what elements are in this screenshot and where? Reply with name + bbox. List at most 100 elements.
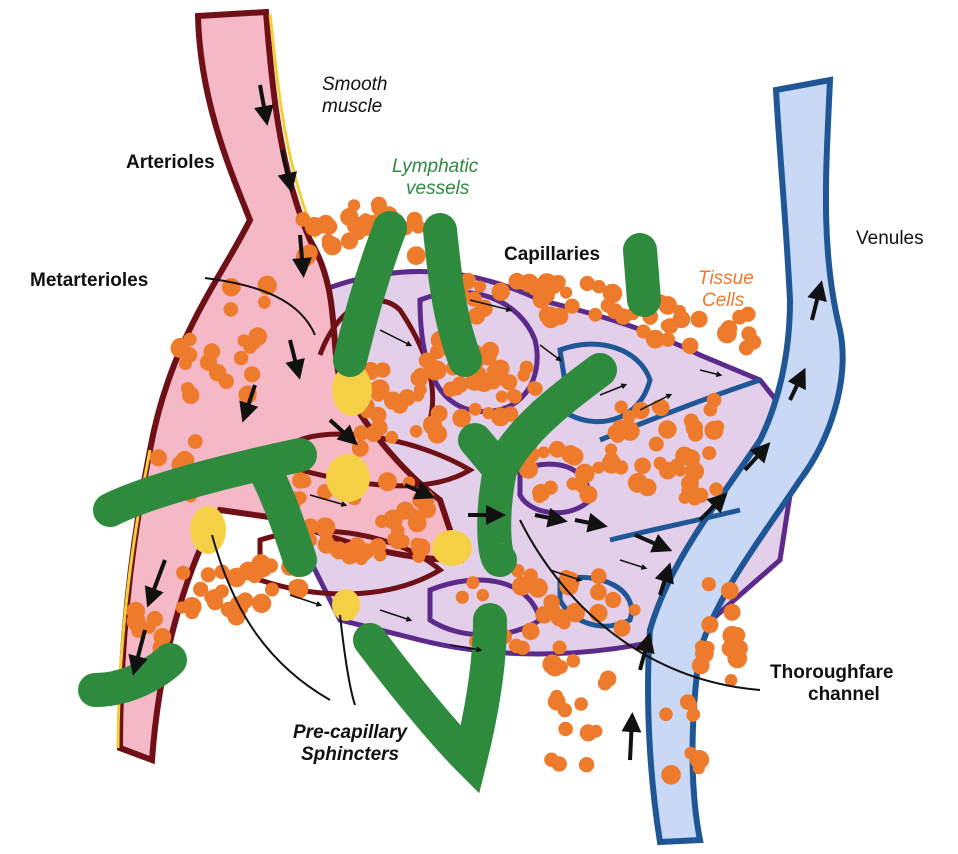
tissue-cell bbox=[369, 406, 387, 424]
tissue-cell bbox=[187, 434, 203, 449]
tissue-cell bbox=[323, 236, 342, 256]
tissue-cell bbox=[176, 565, 191, 580]
smooth-muscle-label-line2: muscle bbox=[322, 95, 383, 117]
tissue-cell bbox=[126, 601, 145, 621]
tissue-cell bbox=[406, 246, 426, 265]
tissue-cell bbox=[684, 746, 698, 760]
tissue-cell bbox=[407, 513, 427, 533]
tissue-cell bbox=[185, 605, 200, 620]
tissue-cell bbox=[179, 357, 192, 370]
tissue-cell bbox=[662, 766, 675, 779]
tissue-cell bbox=[317, 535, 336, 554]
tissue-cell bbox=[711, 420, 725, 433]
tissue-cell bbox=[455, 590, 469, 604]
tissue-cell bbox=[589, 603, 608, 623]
tissue-cell bbox=[518, 459, 539, 479]
tissue-cell bbox=[528, 578, 548, 598]
flow-arrows bbox=[128, 84, 827, 761]
tissue-cell bbox=[265, 582, 279, 597]
tissue-cell bbox=[543, 480, 558, 495]
tissue-cell bbox=[508, 272, 526, 290]
tissue-cell bbox=[599, 670, 617, 688]
tissue-cell bbox=[295, 212, 311, 227]
tissue-cell bbox=[302, 248, 317, 263]
tissue-cell bbox=[466, 576, 480, 590]
sphincters-label-line1: Pre-capillary bbox=[293, 722, 408, 743]
tissue-cell bbox=[579, 724, 597, 742]
tissue-cell bbox=[491, 359, 510, 378]
tissue-cell bbox=[218, 373, 234, 389]
tissue-cell bbox=[175, 601, 188, 614]
tissue-cell bbox=[554, 660, 568, 674]
tissue-cell bbox=[612, 419, 629, 436]
tissue-cell bbox=[588, 307, 603, 322]
tissue-cell bbox=[553, 608, 569, 624]
small-flow-arrows bbox=[289, 299, 723, 653]
tissue-cell bbox=[565, 602, 585, 623]
capillaries-label: Capillaries bbox=[504, 244, 601, 265]
tissue-cell bbox=[258, 295, 271, 309]
tissue-cell bbox=[574, 697, 588, 711]
sphincters-label-line2: Sphincters bbox=[300, 743, 400, 765]
tissue-cell bbox=[297, 474, 312, 488]
tissue-cell bbox=[745, 334, 762, 350]
tissue-cell bbox=[628, 603, 641, 616]
tissue-cells-label: Tissue Cells bbox=[698, 268, 754, 312]
thoroughfare-label-line2: channel bbox=[808, 683, 880, 705]
tissue-cell bbox=[724, 674, 738, 687]
tissue-cell bbox=[632, 401, 650, 420]
tissue-cell bbox=[660, 332, 676, 347]
tissue-cell bbox=[527, 278, 545, 296]
tissue-cell bbox=[720, 581, 739, 600]
tissue-cell bbox=[709, 482, 724, 497]
tissue-cell bbox=[347, 199, 361, 212]
metarterioles-label: Metarterioles bbox=[30, 270, 149, 291]
tissue-cell bbox=[645, 329, 665, 349]
tissue-cell bbox=[396, 501, 415, 520]
tissue-cell bbox=[474, 280, 487, 293]
tissue-cell bbox=[466, 291, 482, 307]
tissue-cell bbox=[423, 416, 436, 429]
tissue-cell bbox=[690, 310, 708, 328]
tissue-cell bbox=[579, 275, 595, 292]
pre-capillary-sphincters bbox=[190, 364, 472, 621]
tissue-cell bbox=[527, 381, 541, 395]
tissue-cell bbox=[560, 286, 573, 299]
tissue-cell bbox=[491, 407, 510, 427]
tissue-cell bbox=[200, 567, 216, 583]
tissue-cell bbox=[340, 232, 359, 250]
tissue-cell bbox=[636, 324, 651, 339]
tissue-cell bbox=[703, 402, 718, 417]
tissue-cell bbox=[482, 407, 495, 420]
tissue-cell bbox=[558, 721, 573, 737]
tissue-cell bbox=[378, 472, 397, 492]
tissue-cell bbox=[193, 581, 209, 597]
tissue-cell bbox=[590, 568, 607, 585]
tissue-cell bbox=[648, 436, 664, 452]
tissue-cell bbox=[491, 282, 510, 301]
tissue-cell bbox=[461, 276, 475, 290]
tissue-cell bbox=[547, 692, 566, 711]
tissue-cell bbox=[288, 578, 309, 599]
tissue-cell bbox=[506, 388, 521, 403]
tissue-cell bbox=[681, 337, 699, 355]
tissue-cell bbox=[728, 627, 746, 644]
tissue-cell bbox=[410, 537, 424, 551]
tissue-cell bbox=[443, 381, 459, 397]
tissue-cell bbox=[686, 707, 701, 722]
tissue-cell bbox=[409, 425, 423, 438]
tissue-cell bbox=[387, 532, 401, 547]
smooth-muscle-label: Smooth muscle bbox=[322, 74, 387, 118]
tissue-cell bbox=[685, 461, 705, 481]
venules-label: Venules bbox=[856, 228, 924, 249]
tissue-cell bbox=[592, 279, 606, 294]
tissue-cell bbox=[717, 323, 737, 344]
tissue-cell bbox=[537, 446, 550, 459]
tissue-cell bbox=[727, 648, 748, 669]
tissue-cell bbox=[227, 607, 246, 626]
tissue-cell bbox=[215, 584, 229, 599]
tissue-cell bbox=[672, 310, 691, 329]
tissue-cell bbox=[232, 570, 245, 583]
tissue-cell bbox=[602, 283, 623, 304]
tissue-cell bbox=[412, 550, 426, 563]
